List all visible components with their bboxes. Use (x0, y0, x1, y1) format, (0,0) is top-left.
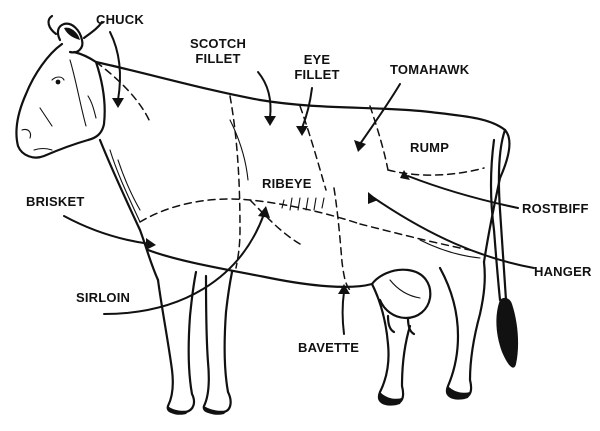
eye-fillet-label-line-1: EYE (290, 52, 344, 67)
ribeye-label: RIBEYE (262, 176, 312, 191)
eye-fillet-arrow-head (296, 126, 308, 136)
bavette-label: BAVETTE (298, 340, 359, 355)
brisket-label: BRISKET (26, 194, 84, 209)
tomahawk-label: TOMAHAWK (390, 62, 469, 77)
brisket-arrow-head (146, 238, 156, 250)
scotch-fillet-arrow (258, 72, 271, 118)
brisket-arrow (64, 216, 150, 244)
eye-fillet-label-line-2: FILLET (290, 67, 344, 82)
scotch-fillet-label-line-1: SCOTCH (186, 36, 250, 51)
chuck-label: CHUCK (96, 12, 144, 27)
chuck-arrow-head (112, 98, 124, 108)
rostbiff-arrow-head (400, 170, 410, 180)
rostbiff-label: ROSTBIFF (522, 201, 589, 216)
tomahawk-arrow (360, 84, 400, 144)
sirloin-arrow-head (258, 206, 270, 218)
cow-head (16, 16, 104, 158)
rump-label: RUMP (410, 140, 449, 155)
cow-body-outline (74, 52, 509, 287)
eye-fillet-label: EYE FILLET (290, 52, 344, 82)
eye-fillet-arrow (302, 88, 312, 128)
scotch-fillet-arrow-head (264, 116, 276, 126)
scotch-fillet-label: SCOTCH FILLET (186, 36, 250, 66)
tomahawk-arrow-head (354, 140, 366, 152)
rostbiff-arrow (408, 176, 518, 208)
sirloin-label: SIRLOIN (76, 290, 130, 305)
bavette-arrow (343, 292, 345, 334)
hanger-arrow-head (368, 192, 378, 204)
scotch-fillet-label-line-2: FILLET (186, 51, 250, 66)
hanger-label: HANGER (534, 264, 592, 279)
